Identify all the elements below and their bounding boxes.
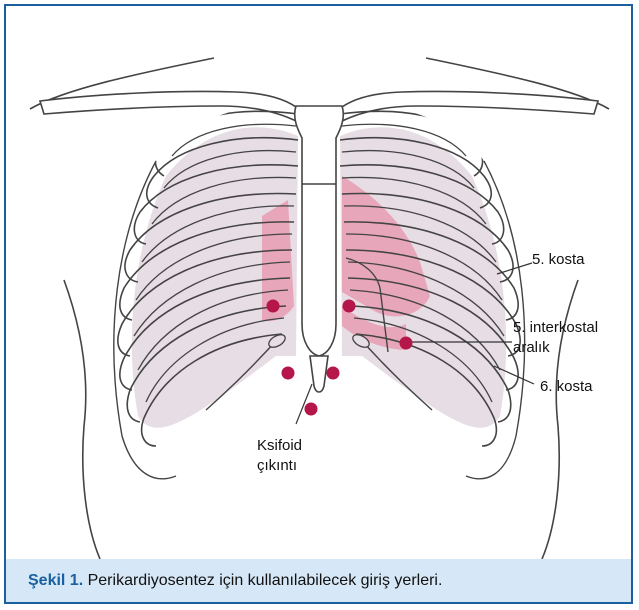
sternum [295, 106, 344, 392]
label-rib-6: 6. kosta [540, 378, 593, 396]
label-intercostal-5-line1: 5. interkostal [513, 319, 598, 337]
entry-point [343, 300, 355, 312]
caption-text: Perikardiyosentez için kullanılabilecek … [88, 572, 443, 589]
caption-number: Şekil 1. [28, 572, 83, 589]
entry-point [400, 337, 412, 349]
entry-point [305, 403, 317, 415]
entry-point [282, 367, 294, 379]
label-intercostal-5-line2: aralık [513, 339, 550, 357]
label-rib-5: 5. kosta [532, 251, 585, 269]
rib-cage-illustration [6, 6, 631, 559]
label-xiphoid-line1: Ksifoid [257, 437, 302, 455]
entry-point [327, 367, 339, 379]
figure-caption: Şekil 1. Perikardiyosentez için kullanıl… [6, 559, 631, 602]
figure-frame: 5. kosta 5. interkostal aralık 6. kosta … [4, 4, 633, 604]
entry-point [267, 300, 279, 312]
label-xiphoid-line2: çıkıntı [257, 457, 297, 475]
